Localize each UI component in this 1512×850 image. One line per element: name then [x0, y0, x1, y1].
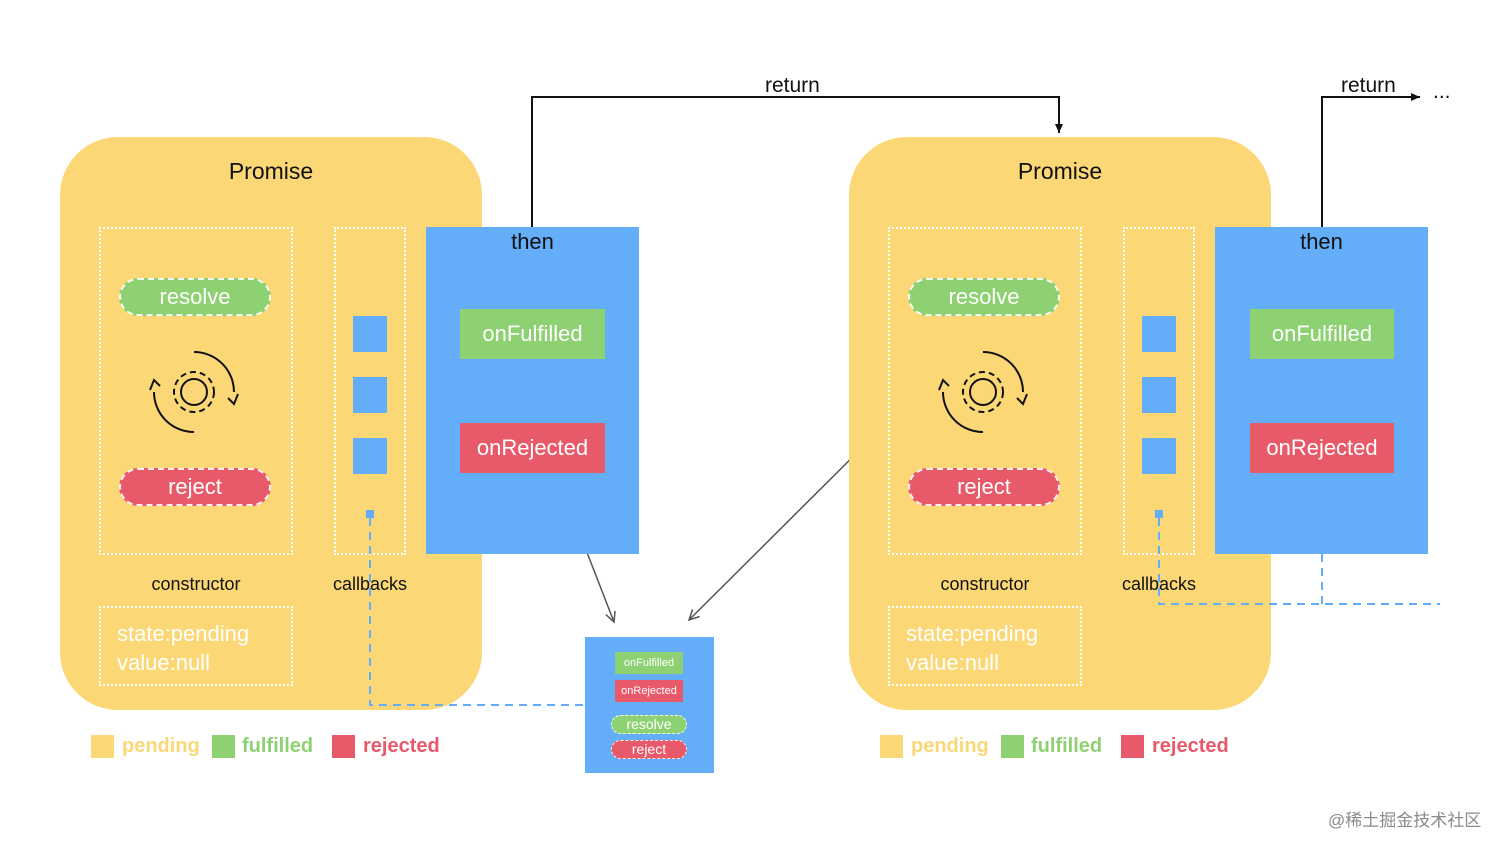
mini-resolve-pill: resolve [611, 715, 687, 734]
promise-title: Promise [1017, 158, 1103, 184]
callback-slot [1142, 438, 1176, 474]
gear-cycle-icon [149, 351, 239, 433]
callback-to-next-dashed-line [1158, 518, 1440, 605]
then-label: then [511, 229, 554, 254]
callback-slot [353, 377, 387, 413]
on-rejected-block: onRejected [1250, 423, 1394, 473]
callback-marker [366, 510, 374, 518]
callback-slot [1142, 316, 1176, 352]
legend-fulfilled-swatch [1001, 735, 1024, 758]
state-text: state:pending [117, 621, 250, 646]
constructor-caption: constructor [940, 574, 1030, 594]
promise-title: Promise [228, 158, 314, 184]
continuation-ellipsis: ... [1433, 80, 1451, 103]
mini-on-rejected: onRejected [615, 680, 683, 702]
gear-cycle-icon [938, 351, 1028, 433]
constructor-area [99, 227, 293, 555]
state-area [888, 606, 1082, 686]
return-label: return [765, 74, 820, 97]
legend-pending-label: pending [911, 735, 989, 757]
legend-pending-label: pending [122, 735, 200, 757]
reject-pill: reject [119, 468, 271, 506]
constructor-area [888, 227, 1082, 555]
resolve-pill: resolve [908, 278, 1060, 316]
callback-slot [1142, 377, 1176, 413]
mini-reject-pill: reject [611, 740, 687, 759]
watermark: @稀土掘金技术社区 [1328, 811, 1482, 830]
callbacks-caption: callbacks [332, 574, 408, 594]
return-arrow-1 [531, 96, 1063, 227]
on-rejected-block: onRejected [460, 423, 605, 473]
legend-fulfilled-swatch [212, 735, 235, 758]
legend-pending-swatch [91, 735, 114, 758]
state-text: state:pending [906, 621, 1039, 646]
legend-fulfilled-label: fulfilled [1031, 735, 1103, 757]
constructor-caption: constructor [151, 574, 241, 594]
legend-rejected-label: rejected [363, 735, 440, 757]
legend-pending-swatch [880, 735, 903, 758]
value-text: value:null [906, 650, 999, 675]
legend-rejected-swatch [1121, 735, 1144, 758]
reject-pill: reject [908, 468, 1060, 506]
legend-rejected-swatch [332, 735, 355, 758]
value-text: value:null [117, 650, 210, 675]
callback-marker [1155, 510, 1163, 518]
callback-to-mini-dashed-line [369, 518, 586, 706]
on-fulfilled-block: onFulfilled [460, 309, 605, 359]
then-label: then [1300, 229, 1343, 254]
mini-on-fulfilled: onFulfilled [615, 652, 683, 674]
on-fulfilled-block: onFulfilled [1250, 309, 1394, 359]
return-label: return [1341, 74, 1396, 97]
return-arrow-2 [1321, 93, 1420, 227]
promise-box-1 [60, 137, 482, 710]
then-box-1 [426, 227, 639, 554]
state-area [99, 606, 293, 686]
legend-fulfilled-label: fulfilled [242, 735, 314, 757]
then-box-2 [1215, 227, 1428, 554]
legend-rejected-label: rejected [1152, 735, 1229, 757]
callback-slot [353, 316, 387, 352]
callbacks-caption: callbacks [1121, 574, 1197, 594]
callback-slot [353, 438, 387, 474]
resolve-pill: resolve [119, 278, 271, 316]
promise-box-2 [849, 137, 1271, 710]
